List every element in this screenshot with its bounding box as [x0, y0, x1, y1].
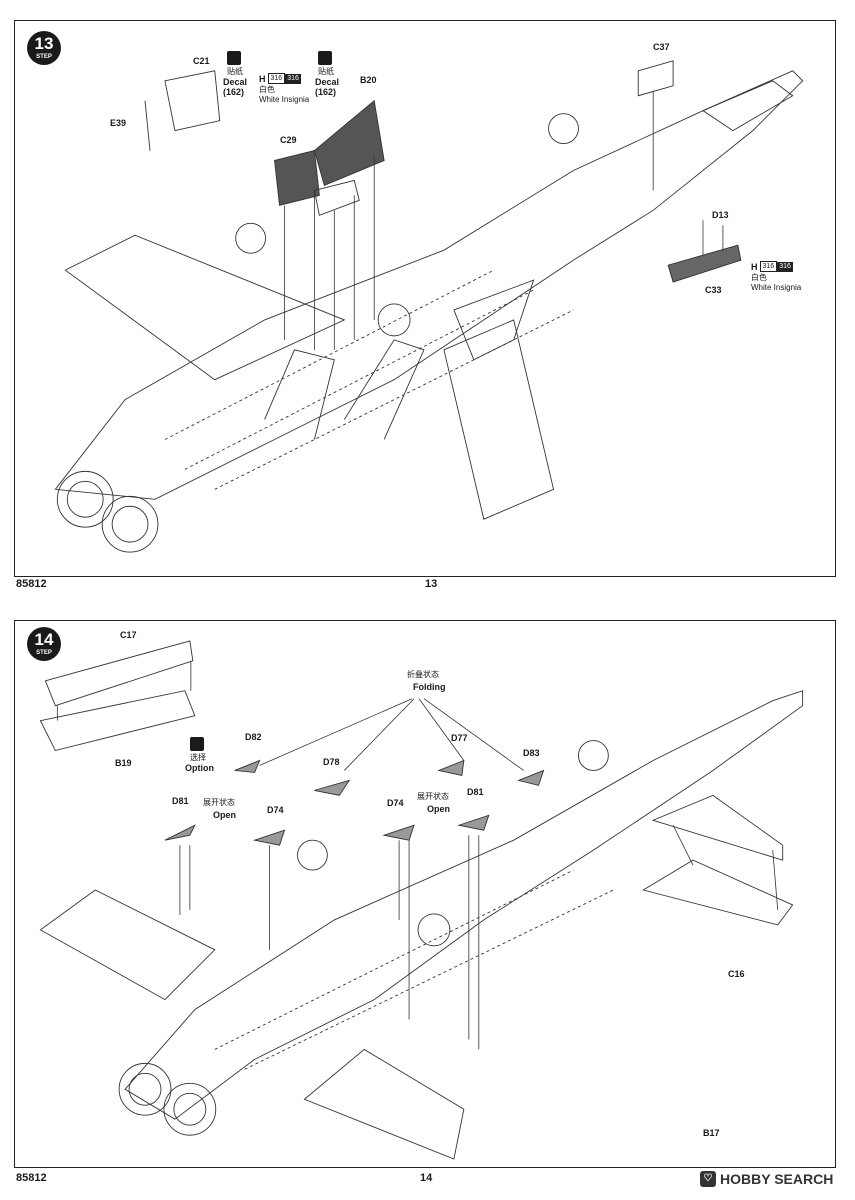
step-14-word: STEP — [36, 650, 52, 656]
part-label-b19: B19 — [115, 758, 132, 768]
open-right-en: Open — [427, 804, 451, 814]
part-c17-shape — [44, 640, 194, 707]
part-label-c21: C21 — [193, 56, 210, 66]
fuselage-outline — [54, 70, 804, 500]
right-nozzle — [101, 495, 159, 553]
part-c29-shape — [274, 149, 320, 206]
right-nozzle — [163, 1082, 217, 1136]
part-label-d82: D82 — [245, 732, 262, 742]
step-13-badge: 13 STEP — [27, 31, 61, 65]
part-b17-shape — [642, 859, 794, 926]
part-label-d13: D13 — [712, 210, 729, 220]
option-cn: 选择 — [190, 753, 206, 762]
left-nozzle — [118, 1062, 172, 1116]
part-label-d74-right: D74 — [387, 798, 404, 808]
decal-b-num: (162) — [315, 87, 337, 97]
color-b-cn: 白色 — [751, 273, 767, 282]
color-a-code2: 316 — [285, 73, 301, 84]
product-code-bottom: 85812 — [16, 1172, 47, 1184]
question-icon — [190, 737, 204, 751]
color-callout-b: H 316 316 — [751, 261, 793, 272]
part-label-c16: C16 — [728, 969, 745, 979]
part-label-d81-right: D81 — [467, 787, 484, 797]
part-label-c29: C29 — [280, 135, 297, 145]
step-13-number: 13 — [34, 34, 54, 53]
watermark-logo-icon: ♡ — [700, 1171, 716, 1187]
color-b-en: White Insignia — [751, 283, 802, 292]
part-c33-shape — [667, 244, 742, 283]
step-14-panel: 14 STEP C17 B19 D82 D78 D77 D83 D81 D74 … — [14, 620, 836, 1168]
part-c21-shape — [164, 70, 221, 132]
left-wing — [64, 234, 346, 381]
watermark-text: HOBBY SEARCH — [720, 1171, 834, 1187]
part-c37-shape — [637, 60, 674, 97]
part-label-e39: E39 — [110, 118, 127, 128]
option-en: Option — [185, 763, 214, 773]
part-label-c17: C17 — [120, 630, 137, 640]
part-label-d81-left: D81 — [172, 796, 189, 806]
decal-icon — [227, 51, 241, 65]
folding-cn: 折叠状态 — [407, 670, 439, 679]
color-a-code1: 316 — [267, 73, 286, 84]
part-b19-shape — [39, 690, 196, 752]
part-label-d83: D83 — [523, 748, 540, 758]
part-label-c37: C37 — [653, 42, 670, 52]
color-a-cn: 白色 — [259, 85, 275, 94]
part-b20-shape — [313, 99, 385, 187]
part-label-b20: B20 — [360, 75, 377, 85]
open-left-cn: 展开状态 — [203, 798, 235, 807]
step-13-word: STEP — [36, 54, 52, 60]
color-b-code1: 316 — [759, 261, 778, 272]
part-label-c33: C33 — [705, 285, 722, 295]
page-number-13: 13 — [425, 578, 438, 590]
part-label-d78: D78 — [323, 757, 340, 767]
part-label-d74-left: D74 — [267, 805, 284, 815]
folding-en: Folding — [413, 682, 446, 692]
decal-a-num: (162) — [223, 87, 245, 97]
open-right-cn: 展开状态 — [417, 792, 449, 801]
page-number-14: 14 — [420, 1172, 433, 1184]
open-left-en: Open — [213, 810, 237, 820]
step-14-aircraft-drawing — [39, 640, 804, 1160]
part-label-d77: D77 — [451, 733, 468, 743]
step-13-panel: 13 STEP C21 E39 C29 B20 C37 D13 C33 贴纸 D… — [14, 20, 836, 577]
color-b-code2: 316 — [777, 261, 793, 272]
product-code-top: 85812 — [16, 578, 47, 590]
right-wing — [443, 319, 555, 520]
decal-a-en: Decal — [223, 77, 248, 87]
left-nozzle — [56, 470, 114, 528]
part-label-b17: B17 — [703, 1128, 720, 1138]
left-wing — [39, 889, 216, 1001]
step-13-aircraft-drawing — [54, 60, 804, 553]
fuselage-outline — [124, 690, 804, 1120]
decal-a-cn: 贴纸 — [227, 67, 243, 76]
decal-b-en: Decal — [315, 77, 340, 87]
color-a-en: White Insignia — [259, 95, 310, 104]
step-14-badge: 14 STEP — [27, 627, 61, 661]
decal-icon — [318, 51, 332, 65]
right-wing — [303, 1048, 465, 1160]
color-a-h: H — [259, 73, 266, 84]
part-c16-shape — [651, 794, 784, 861]
step-14-number: 14 — [34, 630, 54, 649]
color-callout-a: H 316 316 — [259, 73, 301, 84]
watermark: ♡ HOBBY SEARCH — [700, 1171, 833, 1187]
decal-b-cn: 贴纸 — [318, 67, 334, 76]
color-b-h: H — [751, 261, 758, 272]
